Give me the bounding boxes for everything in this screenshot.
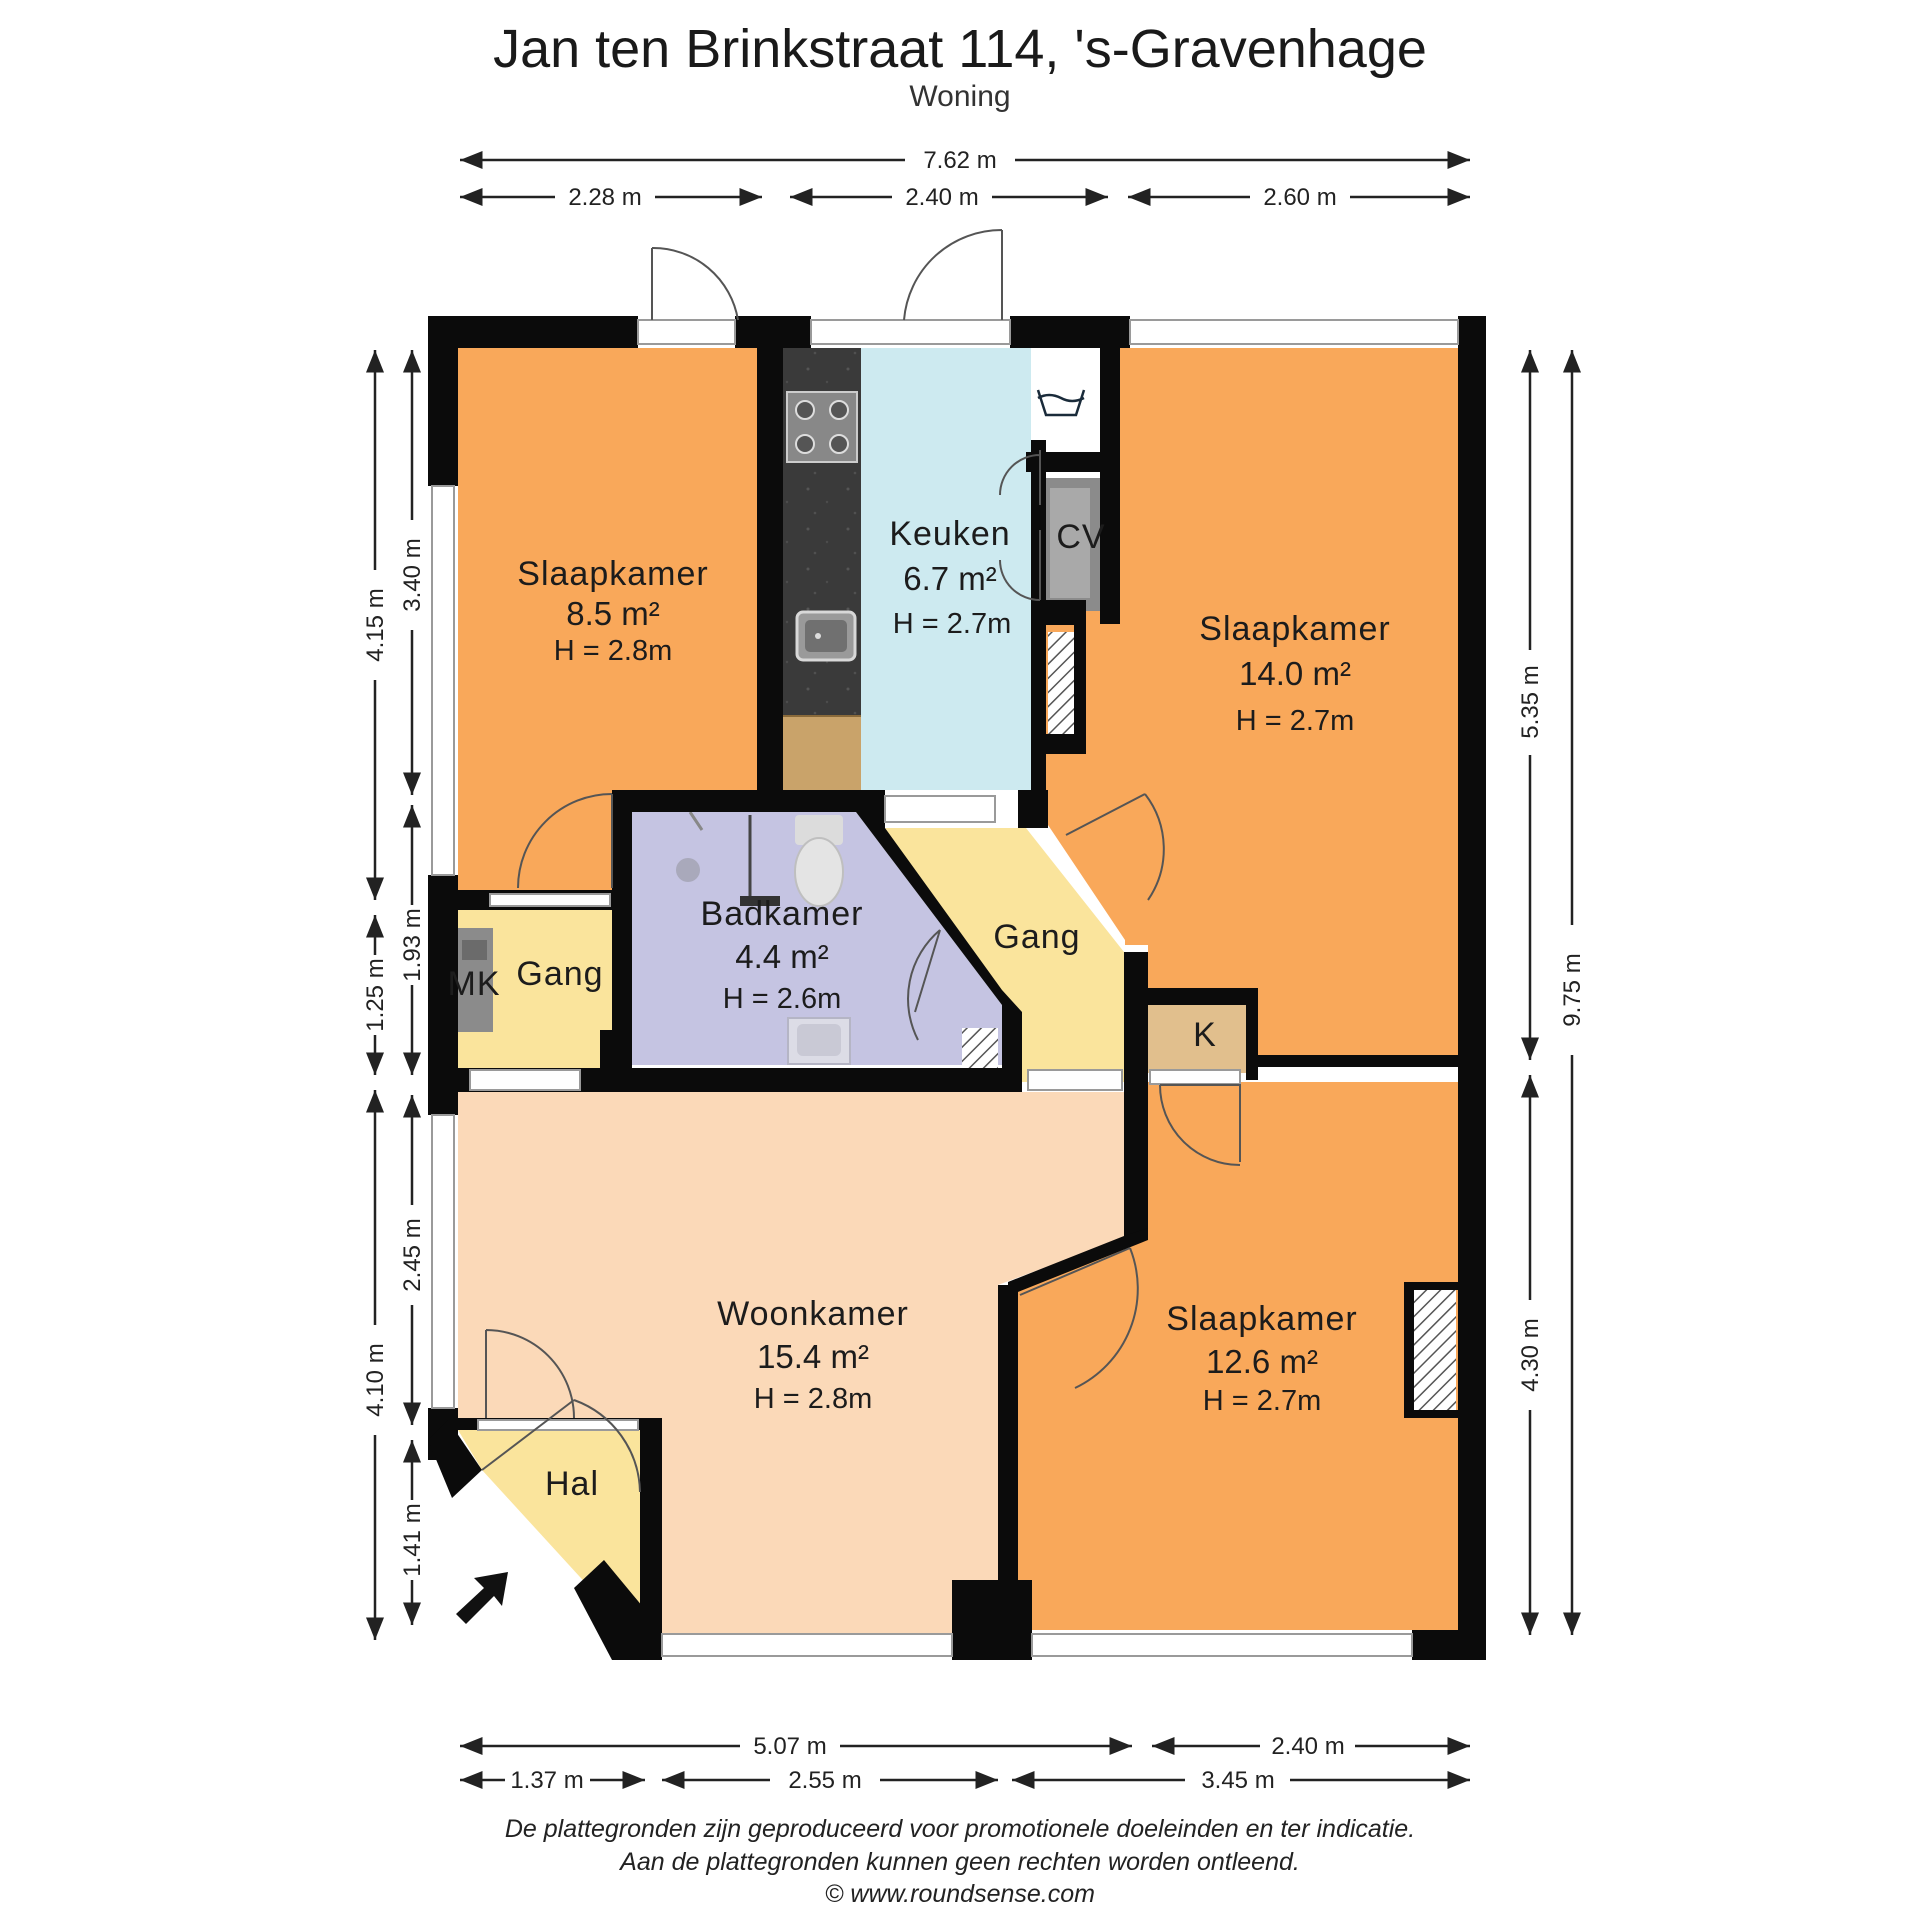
room-height-keuken: H = 2.7m [893, 608, 1011, 640]
dim-bottom-2: 2.40 m [1271, 1733, 1344, 1760]
room-area-slaapkamer-nw: 8.5 m² [566, 595, 660, 632]
room-height-badkamer: H = 2.6m [723, 983, 841, 1015]
shower-icon [676, 811, 780, 906]
dim-left-outer-3: 4.10 m [362, 1343, 389, 1416]
room-label-keuken: Keuken [889, 515, 1010, 553]
kitchen-wood-counter [783, 716, 861, 790]
floorplan-title: Jan ten Brinkstraat 114, 's-Gravenhage [493, 19, 1427, 79]
room-area-slaapkamer-ne: 14.0 m² [1239, 655, 1351, 692]
room-height-slaapkamer-se: H = 2.7m [1203, 1385, 1321, 1417]
dim-bottom-3: 1.37 m [510, 1767, 583, 1794]
dim-top-3: 2.60 m [1263, 184, 1336, 211]
shaft-hatch-icon [1414, 1290, 1456, 1410]
kitchen-sink-icon [795, 610, 857, 662]
bathroom-sink-icon [787, 1017, 851, 1065]
room-label-gang-central: Gang [993, 918, 1080, 956]
room-area-slaapkamer-se: 12.6 m² [1206, 1343, 1318, 1380]
windows [431, 319, 1459, 1657]
entrance-arrow-icon [456, 1572, 508, 1624]
room-hal [458, 1430, 640, 1612]
dim-left-inner-2: 1.93 m [399, 908, 426, 981]
room-area-keuken: 6.7 m² [903, 560, 997, 597]
washing-machine-icon [1036, 389, 1086, 417]
room-area-badkamer: 4.4 m² [735, 938, 829, 975]
room-gang-central [885, 828, 1124, 1082]
room-label-hal: Hal [545, 1465, 599, 1503]
room-label-slaapkamer-nw: Slaapkamer [517, 555, 708, 593]
toilet-icon [794, 815, 844, 907]
room-height-woonkamer: H = 2.8m [754, 1383, 872, 1415]
room-label-kast: K [1193, 1016, 1217, 1054]
dim-bottom-1: 5.07 m [753, 1733, 826, 1760]
room-slaapkamer-ne [1046, 348, 1458, 1055]
room-label-meterkast: MK [448, 965, 501, 1003]
room-gang-west [458, 910, 612, 1068]
dimension-lines [366, 151, 1581, 1789]
room-height-slaapkamer-ne: H = 2.7m [1236, 705, 1354, 737]
room-area-woonkamer: 15.4 m² [757, 1338, 869, 1375]
footer-disclaimer-1: De plattegronden zijn geproduceerd voor … [504, 1815, 1416, 1843]
room-kast [1148, 1005, 1246, 1073]
room-label-gang-west: Gang [516, 955, 603, 993]
footer-disclaimer-2: Aan de plattegronden kunnen geen rechten… [620, 1848, 1300, 1876]
room-label-badkamer: Badkamer [701, 895, 864, 933]
dim-bottom-4: 2.55 m [788, 1767, 861, 1794]
dim-top-1: 2.28 m [568, 184, 641, 211]
floorplan-subtitle: Woning [909, 80, 1011, 113]
room-slaapkamer-se [1008, 1082, 1458, 1630]
footer-copyright: © www.roundsense.com [825, 1880, 1095, 1908]
room-badkamer [632, 812, 1002, 1065]
dim-left-outer-2: 1.25 m [362, 958, 389, 1031]
shaft-hatch-icon [962, 1028, 998, 1070]
room-label-woonkamer: Woonkamer [717, 1295, 909, 1333]
dim-right-inner-2: 4.30 m [1517, 1318, 1544, 1391]
dim-right-outer: 9.75 m [1559, 953, 1586, 1026]
dim-bottom-5: 3.45 m [1201, 1767, 1274, 1794]
room-label-cv: CV [1056, 518, 1105, 556]
room-label-slaapkamer-ne: Slaapkamer [1199, 610, 1390, 648]
dim-top-total: 7.62 m [923, 147, 996, 174]
dim-left-inner-1: 3.40 m [399, 538, 426, 611]
room-woonkamer [458, 1092, 1124, 1638]
room-label-slaapkamer-se: Slaapkamer [1166, 1300, 1357, 1338]
dim-left-inner-3: 2.45 m [399, 1218, 426, 1291]
shaft-hatch-icon [1048, 632, 1074, 734]
room-slaapkamer-nw [458, 348, 757, 890]
dim-left-inner-4: 1.41 m [399, 1503, 426, 1576]
dim-top-2: 2.40 m [905, 184, 978, 211]
dim-right-inner-1: 5.35 m [1517, 665, 1544, 738]
door-swings [481, 228, 1241, 1493]
dim-left-outer-1: 4.15 m [362, 588, 389, 661]
stove-icon [786, 391, 858, 463]
room-height-slaapkamer-nw: H = 2.8m [554, 635, 672, 667]
